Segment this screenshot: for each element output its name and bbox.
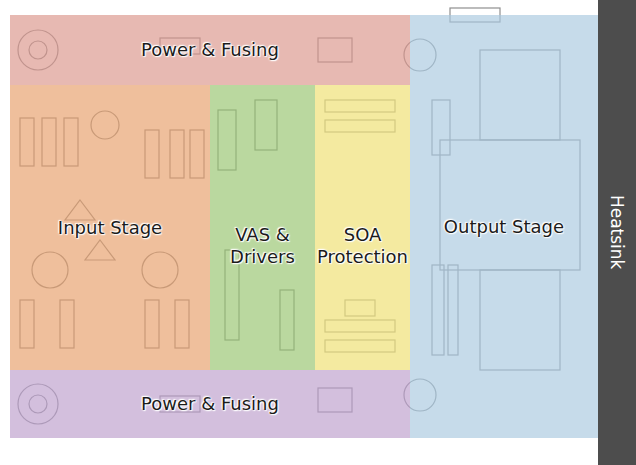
vas-region: VAS & Drivers [210, 85, 315, 370]
board-ground [10, 15, 598, 438]
region-label: Power & Fusing [141, 393, 279, 415]
region-label: Output Stage [444, 216, 564, 238]
region-label: Input Stage [58, 217, 162, 239]
heatsink-label-box: Heatsink [598, 0, 636, 465]
power-region: Power & Fusing [10, 15, 410, 85]
output-region: Output Stage [410, 15, 598, 438]
region-label: SOA Protection [317, 224, 409, 267]
soa-region: SOA Protection [315, 85, 410, 370]
input-region: Input Stage [10, 85, 210, 370]
power-region: Power & Fusing [10, 370, 410, 438]
heatsink-bar [598, 0, 636, 465]
heatsink-label: Heatsink [607, 195, 627, 270]
region-label: VAS & Drivers [213, 224, 313, 267]
region-label: Power & Fusing [141, 39, 279, 61]
